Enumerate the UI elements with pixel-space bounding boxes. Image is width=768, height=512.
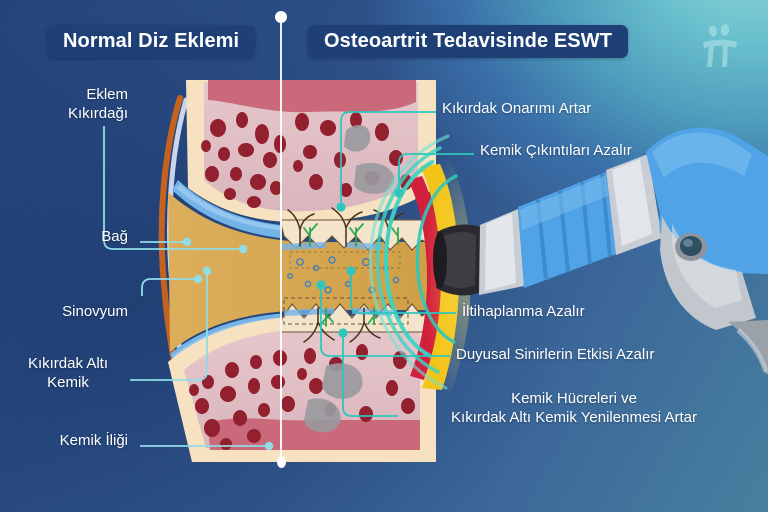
center-divider-line bbox=[280, 16, 282, 464]
femur-upper-marrow-red bbox=[208, 80, 416, 113]
device-cable bbox=[728, 320, 768, 374]
label-duyusal-sinirlerin-etkisi-azalir: Duyusal Sinirlerin Etkisi Azalır bbox=[456, 346, 655, 363]
label-kemik-hucreleri-yenilenmesi: Kemik Hücreleri ve Kıkırdak Altı Kemik Y… bbox=[451, 390, 697, 426]
label-kemik-iligi: Kemik İliği bbox=[59, 432, 128, 449]
title-badge-eswt-treatment: Osteoartrit Tedavisinde ESWT bbox=[308, 25, 629, 58]
applicator-head bbox=[433, 232, 447, 288]
femoral-cartilage-highlight bbox=[176, 184, 280, 231]
tibia-lower-marrow-red bbox=[208, 418, 420, 450]
divider-dot-top bbox=[275, 11, 287, 23]
brand-logo-pi-mark bbox=[703, 24, 737, 67]
divider-dot-bottom bbox=[276, 456, 286, 468]
tibia-marrow-cells-normal bbox=[189, 350, 295, 450]
label-kemik-cikintilari-azalir: Kemik Çıkıntıları Azalır bbox=[480, 142, 632, 159]
label-kikirdak-alti-kemik: Kıkırdak Altı Kemik bbox=[27, 355, 109, 391]
label-eklem-kikirdagi: Eklem Kıkırdağı bbox=[67, 86, 128, 122]
label-bag: Bağ bbox=[101, 228, 128, 245]
eswt-handpiece bbox=[433, 127, 768, 374]
label-iltihaplanma-azalir: İltihaplanma Azalır bbox=[462, 303, 585, 320]
label-kikirdak-onarimi-artar: Kıkırdak Onarımı Artar bbox=[442, 100, 592, 117]
label-sinovyum: Sinovyum bbox=[62, 303, 128, 320]
title-badge-normal-knee: Normal Diz Eklemi bbox=[47, 25, 256, 58]
